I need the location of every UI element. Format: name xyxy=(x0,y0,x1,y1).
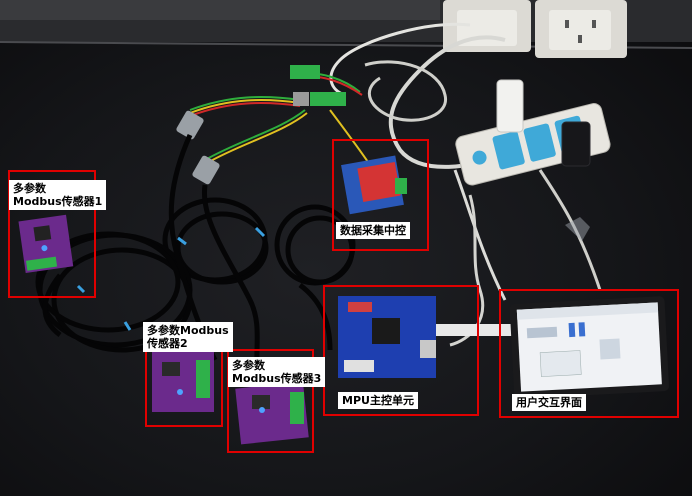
mpu-label: MPU主控单元 xyxy=(338,392,418,409)
sensor3-highlight-box xyxy=(227,349,314,453)
sensor3-label: 多参数 Modbus传感器3 xyxy=(228,357,326,387)
ui-label: 用户交互界面 xyxy=(512,394,586,411)
acq-label: 数据采集中控 xyxy=(336,222,410,239)
mpu-highlight-box xyxy=(323,285,479,416)
acq-highlight-box xyxy=(332,139,429,251)
sensor2-label: 多参数Modbus 传感器2 xyxy=(143,322,233,352)
ui-highlight-box xyxy=(499,289,679,418)
sensor1-label: 多参数 Modbus传感器1 xyxy=(9,180,107,210)
sensor1-highlight-box xyxy=(8,170,96,298)
usb-charger xyxy=(496,79,524,133)
sensor1-board xyxy=(18,214,74,273)
power-adapter xyxy=(561,121,591,167)
